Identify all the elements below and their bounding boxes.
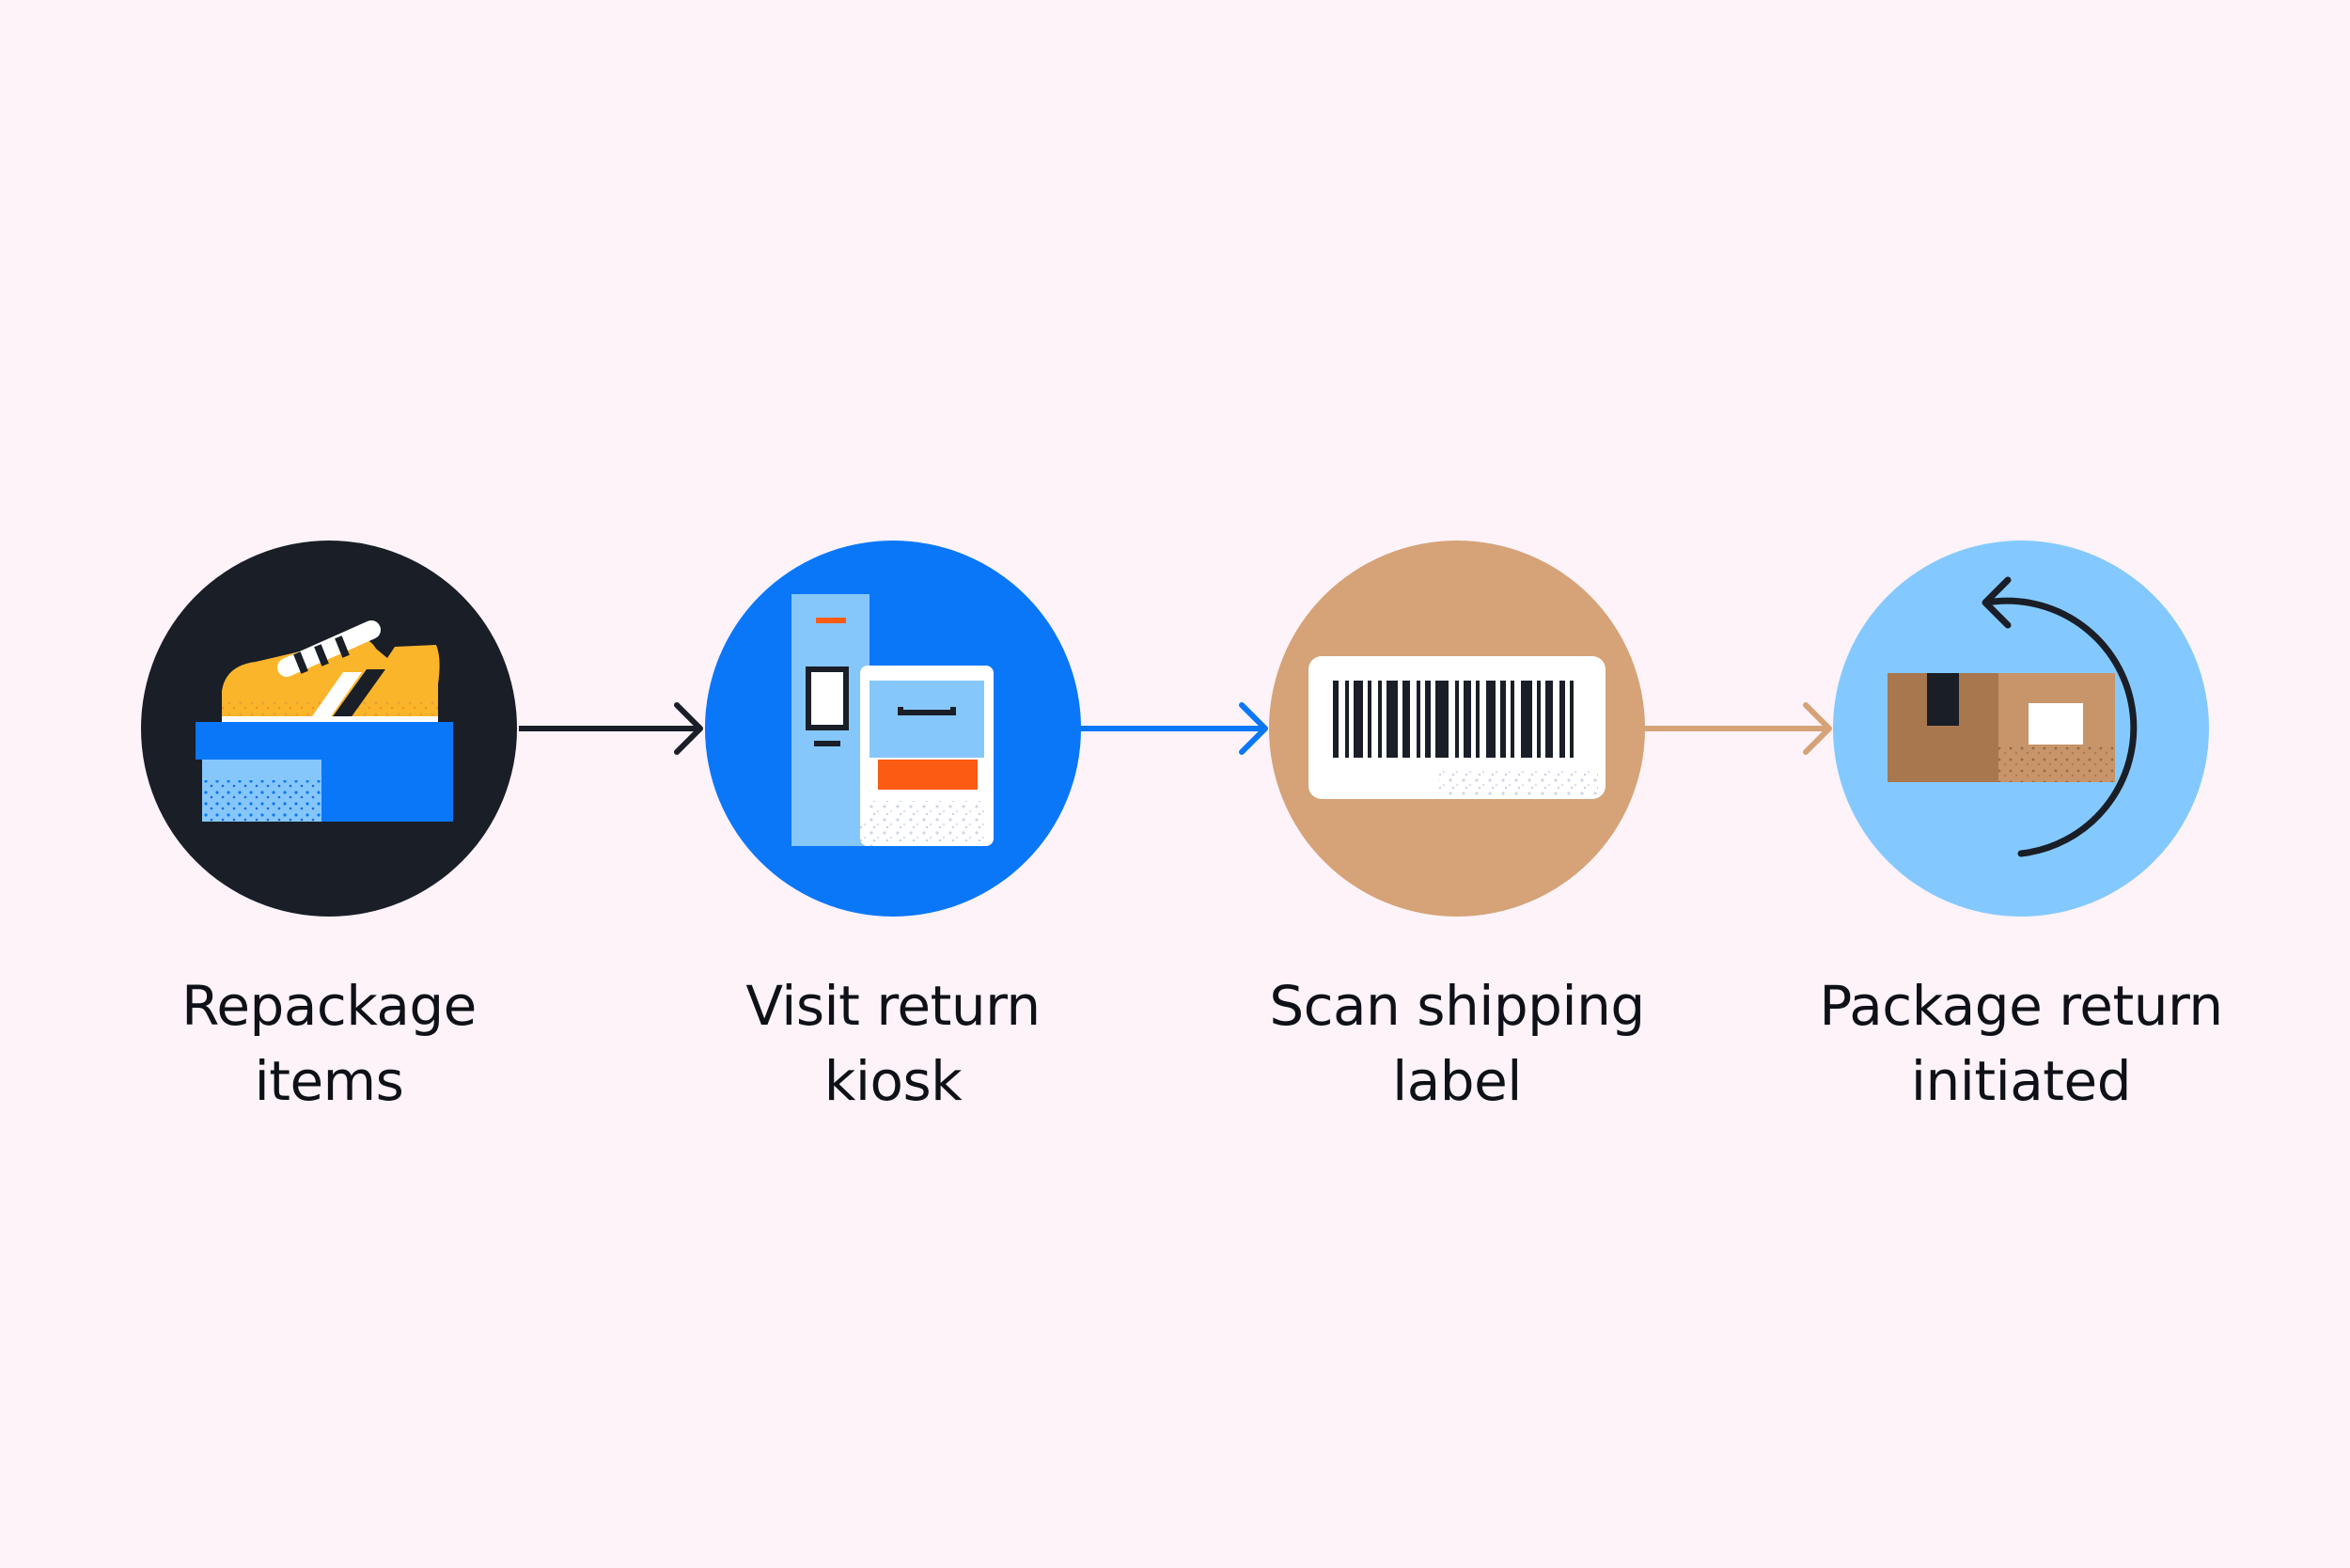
step-package-return-initiated	[1833, 541, 2209, 917]
barcode-label-icon	[1308, 656, 1606, 799]
return-arrow-icon	[1989, 597, 2138, 857]
step-repackage-items	[141, 541, 517, 917]
step-1-label-line-2: items	[254, 1049, 404, 1113]
step-3-label-line-2: label	[1392, 1049, 1522, 1113]
barcode-bar	[1402, 681, 1410, 758]
step-4-label-line-2: initiated	[1910, 1049, 2132, 1113]
return-kiosk-icon	[791, 594, 994, 846]
step-scan-shipping-label	[1269, 541, 1645, 917]
barcode-bar	[1545, 681, 1553, 758]
barcode-bar	[1333, 681, 1339, 758]
barcode-bar	[1559, 681, 1565, 758]
barcode-bar	[1464, 681, 1471, 758]
barcode-bar	[1537, 681, 1541, 758]
connector-3	[1645, 702, 1832, 755]
step-4-label-line-1: Package return	[1819, 974, 2223, 1038]
barcode-bar	[1345, 681, 1349, 758]
barcode-bar	[1486, 681, 1496, 758]
step-1-label-line-1: Repackage	[181, 974, 477, 1038]
step-2-label-line-2: kiosk	[823, 1049, 963, 1113]
barcode-bar	[1354, 681, 1363, 758]
barcode-bar	[1511, 681, 1514, 758]
barcode-bar	[1476, 681, 1480, 758]
barcode-bar	[1425, 681, 1431, 758]
connector-2	[1081, 702, 1268, 755]
step-2-label: Visit return kiosk	[611, 968, 1175, 1119]
shoe-box-icon	[196, 620, 453, 822]
barcode-bar	[1435, 681, 1449, 758]
barcode-bar	[1368, 681, 1371, 758]
barcode-bar	[1521, 681, 1532, 758]
barcode-bar	[1570, 681, 1574, 758]
step-visit-return-kiosk	[705, 541, 1081, 917]
barcode-bar	[1378, 681, 1382, 758]
step-3-label: Scan shipping label	[1175, 968, 1739, 1119]
step-3-label-line-1: Scan shipping	[1269, 974, 1645, 1038]
step-4-label: Package return initiated	[1739, 968, 2303, 1119]
step-1-label: Repackage items	[47, 968, 611, 1119]
connector-1	[519, 702, 703, 755]
barcode-bar	[1386, 681, 1398, 758]
step-2-label-line-1: Visit return	[745, 974, 1041, 1038]
barcode-bar	[1500, 681, 1506, 758]
barcode-bar	[1455, 681, 1459, 758]
barcode-bar	[1417, 681, 1420, 758]
package-return-icon	[1888, 576, 2138, 857]
